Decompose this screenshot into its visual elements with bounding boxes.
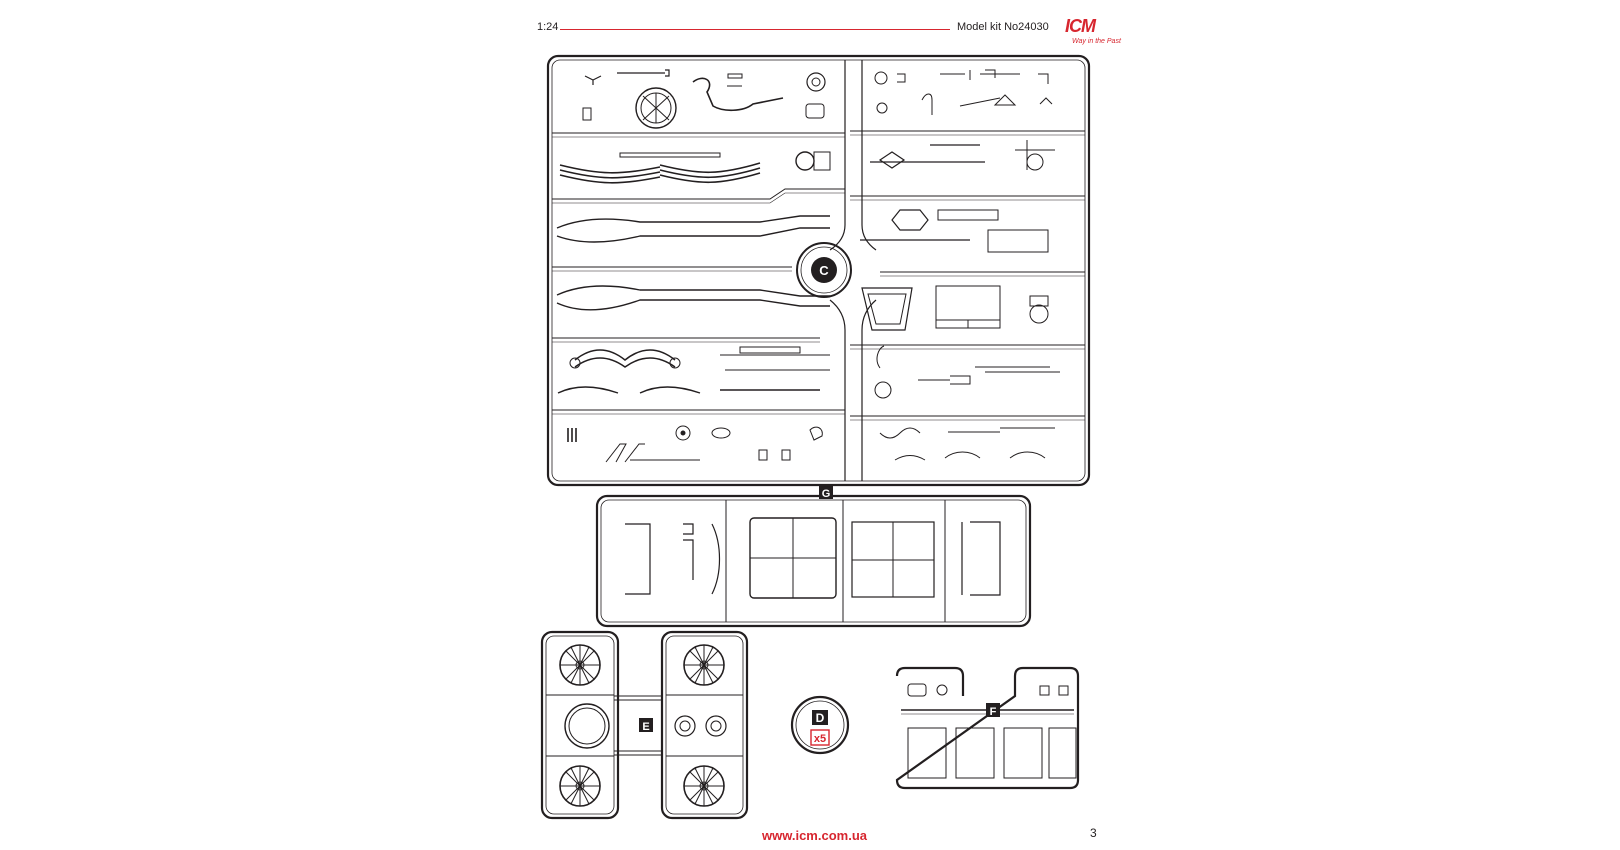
sprue-d-badge — [812, 710, 828, 725]
sprue-c-badge — [811, 257, 837, 283]
sprue-d-label: D — [816, 711, 825, 725]
sprue-d: D x5 — [790, 695, 850, 755]
logo-brand: ICM — [1065, 16, 1096, 36]
sprue-f-badge — [986, 703, 1000, 717]
sprue-d-qty: x5 — [814, 733, 826, 745]
sprue-g-badge — [819, 485, 833, 499]
sprue-f: F — [895, 666, 1080, 790]
website-url[interactable]: www.icm.com.ua — [762, 828, 867, 843]
page-number: 3 — [1090, 826, 1097, 840]
icm-logo: ICM Way in the Past — [1058, 16, 1121, 52]
sprue-c: C — [546, 54, 1091, 487]
sprue-e-label: E — [642, 721, 649, 733]
header-rule — [560, 29, 950, 30]
scale-label: 1:24 — [537, 21, 559, 33]
sprue-e: E — [540, 630, 749, 820]
sprue-g-label: G — [822, 488, 831, 500]
kit-number: Model kit No24030 — [957, 21, 1049, 33]
sprue-c-label: C — [819, 263, 829, 278]
sprue-f-label: F — [990, 706, 997, 718]
sprue-g: G — [595, 485, 1032, 628]
sprue-e-badge — [639, 718, 653, 732]
sprue-d-qty-box — [810, 729, 830, 746]
logo-tagline: Way in the Past — [1072, 38, 1121, 45]
